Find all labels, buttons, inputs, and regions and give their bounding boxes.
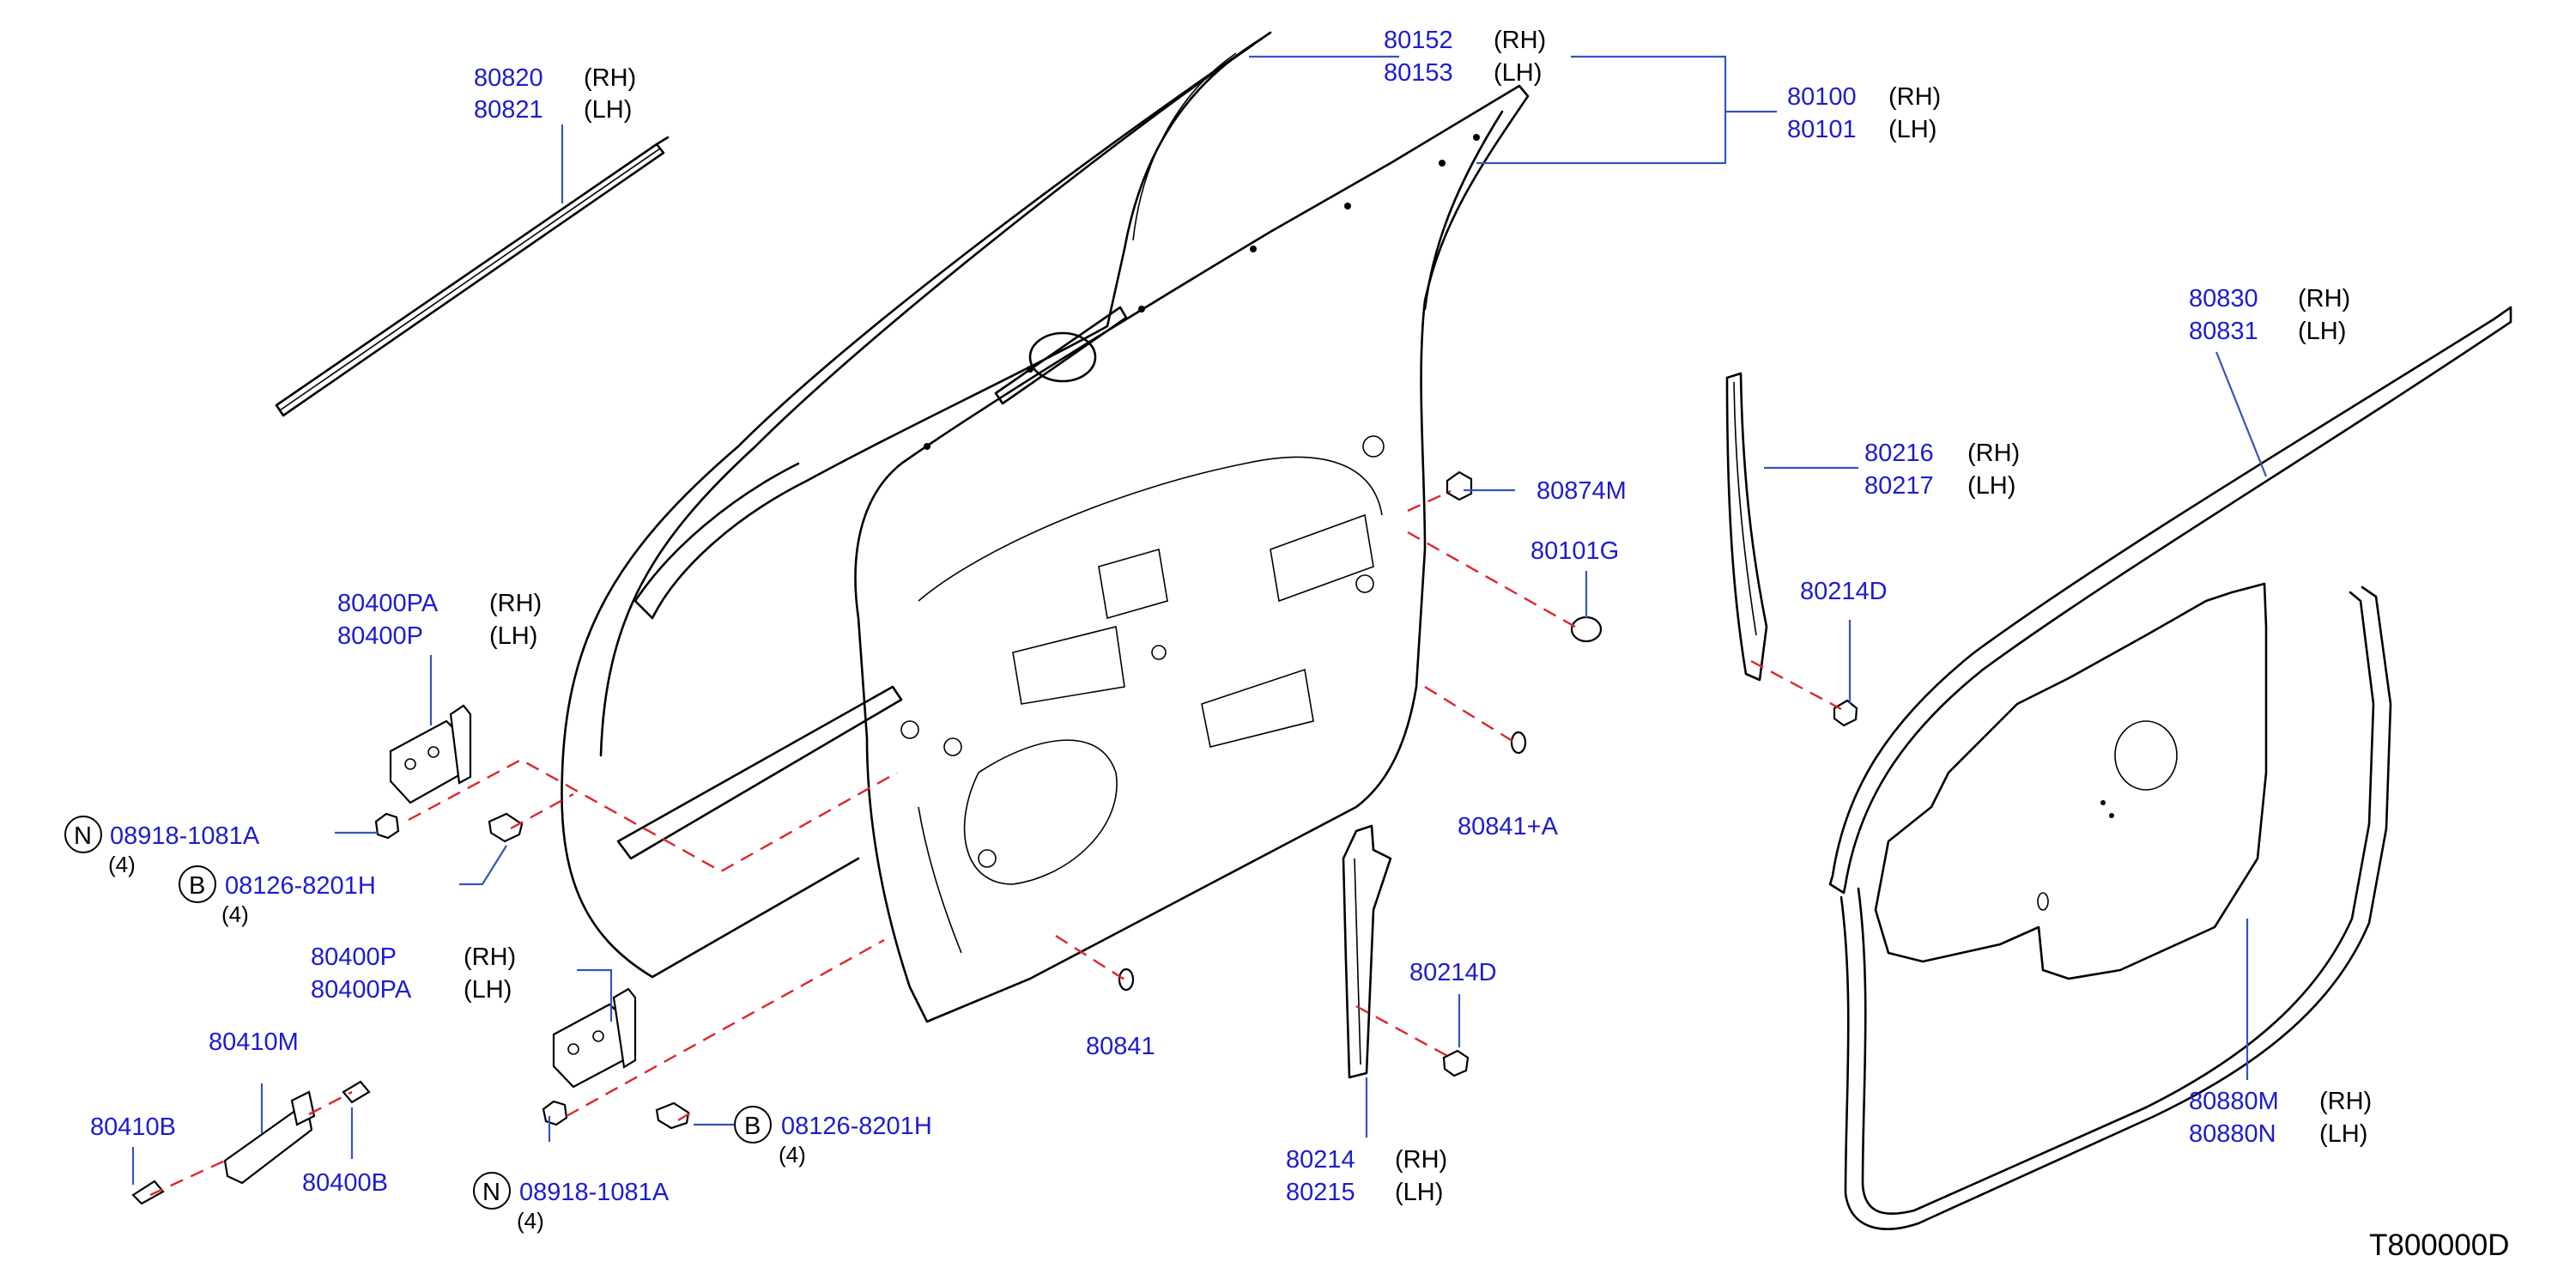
part-number-80214D-upper: 80214D bbox=[1800, 578, 1888, 605]
grommets-drawing bbox=[1118, 470, 1603, 992]
leader-lines bbox=[131, 55, 2268, 1185]
side-lh-80400P-upper: (LH) bbox=[489, 622, 537, 650]
callout-door-outer-panel: 80152 (RH) 80153 (LH) bbox=[1384, 27, 1546, 87]
part-number-80152: 80152 bbox=[1384, 27, 1453, 54]
part-number-80400PA-upper: 80400PA bbox=[337, 590, 439, 617]
part-number-80215: 80215 bbox=[1286, 1179, 1355, 1206]
upper-nut-bolt-drawing bbox=[374, 812, 524, 843]
part-number-80101G: 80101G bbox=[1530, 537, 1619, 565]
part-number-80410M: 80410M bbox=[209, 1028, 299, 1056]
side-lh-80215: (LH) bbox=[1395, 1179, 1443, 1206]
callout-outer-moulding: 80820 (RH) 80821 (LH) bbox=[474, 64, 636, 124]
side-lh-80217: (LH) bbox=[1967, 472, 2015, 500]
badge-circle bbox=[179, 865, 216, 903]
qty-08126-lower: (4) bbox=[779, 1142, 806, 1168]
part-number-80880N: 80880N bbox=[2189, 1120, 2276, 1148]
part-number-80830: 80830 bbox=[2189, 285, 2258, 312]
callout-nut-upper: N 08918-1081A (4) bbox=[64, 816, 260, 877]
part-number-08126-lower: 08126-8201H bbox=[781, 1113, 932, 1140]
part-number-80100: 80100 bbox=[1787, 83, 1857, 111]
side-rh-80400P-lower: (RH) bbox=[464, 943, 516, 971]
side-lh-80821: (LH) bbox=[584, 96, 632, 124]
badge-circle bbox=[473, 1172, 511, 1210]
callout-weatherstrip: 80830 (RH) 80831 (LH) bbox=[2189, 285, 2350, 345]
part-number-80101: 80101 bbox=[1787, 116, 1857, 143]
side-lh-80101: (LH) bbox=[1888, 116, 1937, 143]
callout-bolt-upper: B 08126-8201H (4) bbox=[179, 865, 376, 927]
badge-letter-b-lower: B bbox=[744, 1113, 761, 1140]
part-number-80831: 80831 bbox=[2189, 318, 2258, 345]
side-lh-80880N: (LH) bbox=[2319, 1120, 2367, 1148]
badge-circle bbox=[64, 816, 102, 853]
side-rh-80820: (RH) bbox=[584, 64, 636, 92]
part-number-80820: 80820 bbox=[474, 64, 543, 92]
side-rh-80152: (RH) bbox=[1494, 27, 1546, 54]
qty-08918-upper: (4) bbox=[108, 852, 136, 877]
part-number-80153: 80153 bbox=[1384, 59, 1453, 87]
badge-letter-n-lower: N bbox=[482, 1179, 500, 1206]
part-number-80880M: 80880M bbox=[2189, 1088, 2279, 1115]
part-number-80410B: 80410B bbox=[90, 1113, 176, 1141]
diagram-code: T800000D bbox=[2369, 1228, 2509, 1262]
rear-sash-drawing bbox=[1342, 824, 1470, 1079]
qty-08126-upper: (4) bbox=[221, 901, 249, 927]
callout-bolt-lower: B 08126-8201H (4) bbox=[734, 1106, 932, 1168]
callout-door-assembly: 80100 (RH) 80101 (LH) bbox=[1787, 83, 1941, 143]
part-number-80841A: 80841+A bbox=[1458, 813, 1559, 840]
upper-hinge-drawing bbox=[389, 704, 472, 804]
part-number-80821: 80821 bbox=[474, 96, 543, 124]
side-rh-80100: (RH) bbox=[1888, 83, 1941, 111]
part-number-80400P-upper: 80400P bbox=[337, 622, 423, 650]
lower-nut-bolt-drawing bbox=[542, 1100, 690, 1130]
badge-letter-b-upper: B bbox=[189, 872, 205, 900]
part-number-08126-upper: 08126-8201H bbox=[225, 872, 376, 900]
side-rh-80400PA-upper: (RH) bbox=[489, 590, 542, 617]
part-number-80400B: 80400B bbox=[302, 1169, 388, 1197]
side-lh-80831: (LH) bbox=[2298, 318, 2346, 345]
callout-nut-lower: N 08918-1081A (4) bbox=[473, 1172, 670, 1234]
side-lh-80400PA-lower: (LH) bbox=[464, 976, 512, 1004]
side-rh-80214: (RH) bbox=[1395, 1146, 1447, 1174]
side-lh-80153: (LH) bbox=[1494, 59, 1542, 87]
part-number-80400PA-lower: 80400PA bbox=[311, 976, 412, 1004]
side-rh-80880M: (RH) bbox=[2319, 1088, 2372, 1115]
part-number-08918-upper: 08918-1081A bbox=[110, 822, 260, 850]
badge-letter-n-upper: N bbox=[74, 822, 92, 850]
part-number-80216: 80216 bbox=[1864, 440, 1934, 467]
callout-rear-sash: 80214 (RH) 80215 (LH) bbox=[1286, 1146, 1447, 1206]
lower-hinge-drawing bbox=[552, 987, 637, 1089]
assembly-lines bbox=[149, 489, 1842, 1197]
callout-front-sash: 80216 (RH) 80217 (LH) bbox=[1864, 440, 2020, 500]
outer-belt-moulding-drawing bbox=[275, 136, 670, 417]
part-number-80400P-lower: 80400P bbox=[311, 943, 397, 971]
qty-08918-lower: (4) bbox=[517, 1208, 544, 1234]
badge-circle bbox=[734, 1106, 772, 1144]
callout-upper-hinge: 80400PA (RH) 80400P (LH) bbox=[337, 590, 542, 650]
front-door-shell-drawing bbox=[561, 31, 1530, 1023]
part-number-80214: 80214 bbox=[1286, 1146, 1355, 1174]
part-number-80214D-lower: 80214D bbox=[1409, 959, 1497, 986]
part-number-80841: 80841 bbox=[1086, 1033, 1155, 1060]
part-number-80217: 80217 bbox=[1864, 472, 1934, 500]
callout-lower-hinge: 80400P (RH) 80400PA (LH) bbox=[311, 943, 516, 1004]
part-number-08918-lower: 08918-1081A bbox=[519, 1179, 670, 1206]
door-check-drawing bbox=[131, 1080, 371, 1205]
side-rh-80830: (RH) bbox=[2298, 285, 2350, 312]
front-sash-drawing bbox=[1725, 372, 1858, 727]
side-rh-80216: (RH) bbox=[1967, 440, 2020, 467]
callout-trim-board: 80880M (RH) 80880N (LH) bbox=[2189, 1088, 2372, 1148]
part-number-80874M: 80874M bbox=[1537, 477, 1627, 505]
weatherstrip-drawing bbox=[1828, 306, 2512, 1230]
